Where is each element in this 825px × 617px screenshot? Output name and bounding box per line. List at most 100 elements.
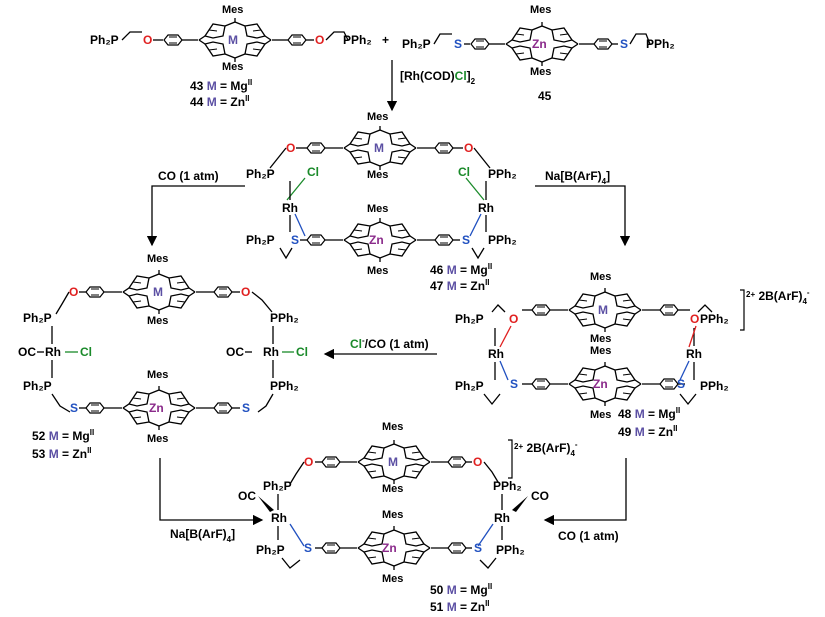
svg-text:S: S — [677, 377, 685, 391]
svg-text:Ph₂P: Ph₂P — [402, 37, 431, 51]
svg-text:PPh₂: PPh₂ — [270, 311, 299, 325]
svg-text:Zn: Zn — [382, 541, 397, 555]
svg-text:47 M = ZnII: 47 M = ZnII — [430, 278, 490, 293]
svg-text:S: S — [620, 37, 628, 51]
condition-co-left: CO (1 atm) — [158, 169, 219, 183]
svg-text:Ph₂P: Ph₂P — [256, 543, 285, 557]
svg-text:44 M = ZnII: 44 M = ZnII — [190, 94, 250, 109]
compound-label-43-44: 43 M = MgII 44 M = ZnII — [190, 78, 252, 109]
condition-cl-co: Cl-/CO (1 atm) — [350, 336, 429, 351]
svg-text:Mes: Mes — [147, 315, 168, 327]
svg-text:Rh: Rh — [271, 511, 287, 525]
svg-text:O: O — [69, 285, 78, 299]
pph2-label: PPh₂ — [343, 33, 372, 47]
svg-text:O: O — [509, 312, 518, 326]
svg-text:Mes: Mes — [367, 203, 388, 215]
svg-text:O: O — [473, 455, 482, 469]
compound-label-52-53: 52 M = MgII 53 M = ZnII — [32, 428, 94, 461]
svg-text:Cl: Cl — [307, 165, 319, 179]
svg-text:Rh: Rh — [478, 201, 494, 215]
svg-text:M: M — [153, 285, 163, 299]
mes-top: Mes — [222, 4, 243, 16]
svg-text:O: O — [464, 141, 473, 155]
charge-label: 2+ 2B(ArF)4- — [746, 288, 810, 306]
svg-text:M: M — [388, 455, 398, 469]
svg-text:Rh: Rh — [282, 201, 298, 215]
svg-text:Ph₂P: Ph₂P — [263, 479, 292, 493]
svg-text:Cl: Cl — [296, 345, 308, 359]
svg-text:Zn: Zn — [593, 377, 608, 391]
svg-text:O: O — [304, 455, 313, 469]
svg-text:S: S — [510, 377, 518, 391]
svg-text:Rh: Rh — [45, 345, 61, 359]
complex-48-49: M Mes Mes O O Ph₂P PPh₂ Rh Rh Ph₂P PPh₂ … — [455, 271, 810, 421]
svg-text:Rh: Rh — [488, 347, 504, 361]
svg-text:S: S — [304, 541, 312, 555]
svg-text:49 M = ZnII: 49 M = ZnII — [618, 424, 678, 439]
svg-text:Mes: Mes — [367, 111, 388, 123]
svg-text:O: O — [690, 312, 699, 326]
svg-text:PPh₂: PPh₂ — [700, 312, 729, 326]
svg-text:Ph₂P: Ph₂P — [455, 312, 484, 326]
zinc-atom: Zn — [532, 37, 547, 51]
svg-text:PPh₂: PPh₂ — [270, 379, 299, 393]
svg-text:S: S — [242, 401, 250, 415]
svg-text:Mes: Mes — [147, 433, 168, 445]
svg-text:M: M — [598, 303, 608, 317]
compound-label-48-49: 48 M = MgII 49 M = ZnII — [618, 406, 680, 439]
ligand-45: Ph₂P S Zn Mes Mes S PPh₂ — [402, 4, 675, 78]
svg-text:Mes: Mes — [367, 169, 388, 181]
condition-co-bottom: CO (1 atm) — [558, 529, 619, 543]
svg-text:48 M = MgII: 48 M = MgII — [618, 406, 680, 421]
compound-label-50-51: 50 M = MgII 51 M = ZnII — [430, 582, 492, 614]
svg-text:OC: OC — [18, 345, 36, 359]
svg-text:43 M = MgII: 43 M = MgII — [190, 78, 252, 93]
svg-text:50 M = MgII: 50 M = MgII — [430, 582, 492, 597]
svg-text:PPh₂: PPh₂ — [646, 37, 675, 51]
arrow-co-left — [146, 185, 245, 247]
svg-text:Mes: Mes — [590, 409, 611, 421]
svg-text:Mes: Mes — [382, 421, 403, 433]
svg-text:S: S — [462, 233, 470, 247]
ligand-43-44: Ph₂P O M Mes Mes O PPh₂ — [90, 4, 372, 73]
svg-text:M: M — [374, 141, 384, 155]
plus-sign: + — [382, 33, 389, 47]
complex-52-53: M Mes Mes O O Ph₂P PPh₂ OC Rh Cl OC Rh C… — [18, 253, 308, 445]
svg-text:53 M = ZnII: 53 M = ZnII — [32, 446, 92, 461]
svg-text:PPh₂: PPh₂ — [488, 167, 517, 181]
svg-text:PPh₂: PPh₂ — [488, 233, 517, 247]
svg-text:PPh₂: PPh₂ — [493, 479, 522, 493]
svg-text:Zn: Zn — [369, 233, 384, 247]
svg-text:CO: CO — [531, 489, 549, 503]
svg-text:Ph₂P: Ph₂P — [246, 233, 275, 247]
svg-text:OC: OC — [238, 489, 256, 503]
svg-text:Ph₂P: Ph₂P — [23, 379, 52, 393]
arrow-co-bottom — [543, 458, 627, 526]
arrow-nab-bottom — [159, 458, 264, 526]
svg-text:Mes: Mes — [382, 509, 403, 521]
arrow-nab-right — [535, 185, 631, 247]
svg-text:Mes: Mes — [590, 271, 611, 283]
svg-text:PPh₂: PPh₂ — [496, 543, 525, 557]
svg-text:Ph₂P: Ph₂P — [455, 379, 484, 393]
svg-text:Mes: Mes — [367, 265, 388, 277]
complex-46-47: M Mes Mes O O Ph₂P PPh₂ Cl Cl Rh Rh Zn M… — [246, 111, 517, 277]
svg-text:Cl: Cl — [80, 345, 92, 359]
svg-text:Zn: Zn — [149, 401, 164, 415]
compound-label-45: 45 — [538, 89, 552, 103]
svg-text:Mes: Mes — [147, 369, 168, 381]
svg-text:51 M = ZnII: 51 M = ZnII — [430, 599, 490, 614]
svg-text:Mes: Mes — [590, 345, 611, 357]
ph2p-label: Ph₂P — [90, 33, 119, 47]
svg-text:PPh₂: PPh₂ — [700, 379, 729, 393]
charge-label-bottom: 2+ 2B(ArF)4- — [514, 440, 578, 458]
oxygen-atom: O — [315, 33, 324, 47]
svg-text:Mes: Mes — [147, 253, 168, 265]
oxygen-atom: O — [143, 33, 152, 47]
svg-text:Cl: Cl — [458, 165, 470, 179]
svg-text:46 M = MgII: 46 M = MgII — [430, 262, 492, 277]
condition-rh-cod: [Rh(COD)Cl]2 — [400, 69, 476, 86]
svg-text:O: O — [241, 285, 250, 299]
svg-text:O: O — [286, 141, 295, 155]
